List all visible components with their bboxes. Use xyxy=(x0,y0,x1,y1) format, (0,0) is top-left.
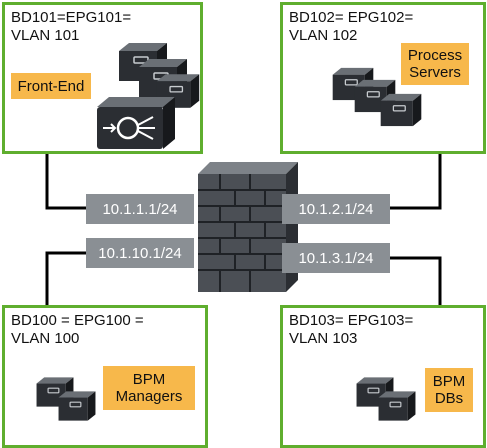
segment-tag: Front-End xyxy=(11,73,91,99)
segment-title: BD102= EPG102= VLAN 102 xyxy=(289,9,414,44)
firewall-icon xyxy=(198,162,298,292)
segment-title: BD101=EPG101= VLAN 101 xyxy=(11,9,132,44)
segment-tag: Process Servers xyxy=(401,43,469,85)
segment-tag: BPM DBs xyxy=(425,368,473,412)
server-icon xyxy=(378,391,416,421)
segment-box-bd102: BD102= EPG102= VLAN 102 Process Servers xyxy=(280,2,486,154)
segment-box-bd103: BD103= EPG103= VLAN 103 BPM DBs xyxy=(280,305,486,448)
server-icon xyxy=(58,391,96,421)
segment-title: BD103= EPG103= VLAN 103 xyxy=(289,312,414,347)
load-balancer-icon xyxy=(97,97,175,149)
interface-ip-bd102: 10.1.2.1/24 xyxy=(282,194,390,224)
segment-title: BD100 = EPG100 = VLAN 100 xyxy=(11,312,144,347)
interface-ip-bd101: 10.1.1.1/24 xyxy=(86,194,194,224)
segment-tag: BPM Managers xyxy=(103,366,195,410)
interface-ip-bd100: 10.1.10.1/24 xyxy=(86,238,194,268)
interface-ip-bd103: 10.1.3.1/24 xyxy=(282,243,390,273)
segment-box-bd100: BD100 = EPG100 = VLAN 100 BPM Managers xyxy=(2,305,208,448)
segment-box-bd101: BD101=EPG101= VLAN 101 Front-End xyxy=(2,2,203,154)
server-icon xyxy=(380,93,422,127)
